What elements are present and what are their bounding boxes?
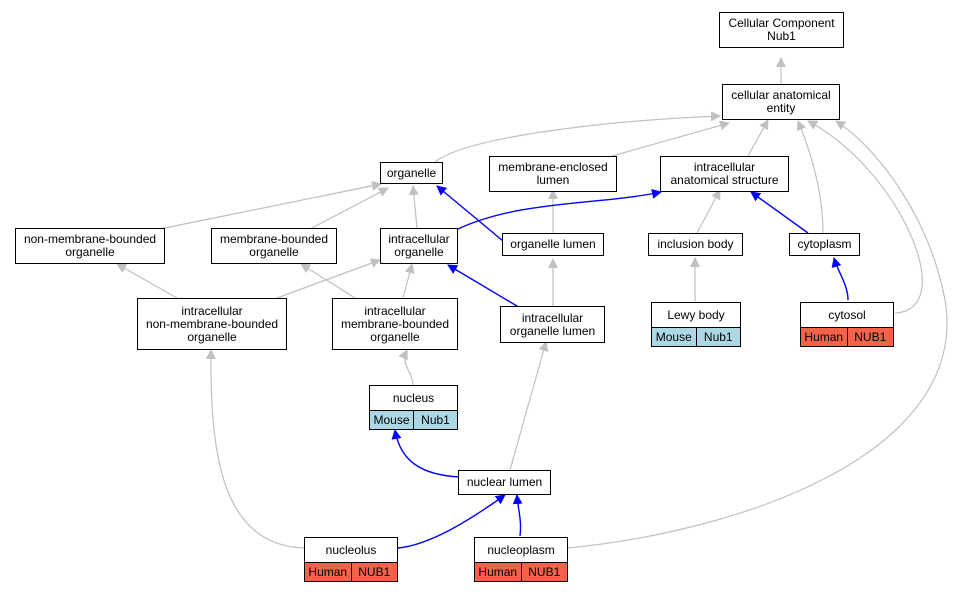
edge-nucleoplasm-cae [567, 120, 948, 549]
node-label: nucleus [370, 386, 457, 411]
node-label: cytosol [801, 303, 893, 328]
edge-io-organelle [408, 185, 419, 229]
species-badge: Mouse [652, 328, 696, 346]
species-badge: Mouse [370, 411, 413, 429]
node-intracellular-organelle-lumen[interactable]: intracellular organelle lumen [500, 306, 605, 343]
gene-badge: Nub1 [695, 328, 740, 346]
node-nucleolus[interactable]: nucleolus Human NUB1 [304, 537, 398, 582]
node-label: nucleoplasm [475, 538, 567, 563]
edge-cytosol-cyto-part-of [831, 257, 849, 301]
node-cellular-anatomical-entity[interactable]: cellular anatomical entity [722, 84, 840, 120]
node-cytoplasm[interactable]: cytoplasm [789, 233, 860, 256]
species-badge: Human [801, 328, 847, 346]
edge-nmbo-organelle [159, 180, 382, 230]
node-cytosol[interactable]: cytosol Human NUB1 [800, 302, 894, 347]
node-intracellular-membrane-bounded-organelle[interactable]: intracellular membrane-bounded organelle [332, 298, 458, 350]
edge-ib-ias [696, 189, 721, 234]
edge-cytosol-cae [807, 120, 923, 314]
node-inclusion-body[interactable]: inclusion body [648, 233, 743, 256]
edge-inmbo-io [276, 258, 381, 299]
edge-nl-nucleus-part-of [391, 429, 461, 478]
species-badge: Human [305, 563, 351, 581]
node-nucleus[interactable]: nucleus Mouse Nub1 [369, 385, 458, 430]
node-organelle-lumen[interactable]: organelle lumen [502, 233, 604, 256]
edge-ias-cae [747, 119, 769, 157]
edge-mel-cae [611, 120, 730, 157]
node-nuclear-lumen[interactable]: nuclear lumen [458, 470, 551, 495]
edge-nl-iol [509, 341, 549, 471]
node-cellular-component-nub1[interactable]: Cellular Component Nub1 [719, 12, 844, 48]
edge-inmbo-nmbo [116, 263, 178, 299]
edge-io-organelle-part-of [436, 185, 504, 242]
edge-imbo-io [402, 263, 415, 299]
node-intracellular-non-membrane-bounded-organelle[interactable]: intracellular non-membrane-bounded organ… [137, 298, 287, 350]
edge-mbo-organelle [309, 187, 389, 230]
edge-nucleus-imbo [398, 349, 414, 386]
edge-imbo-mbo [300, 263, 356, 299]
node-non-membrane-bounded-organelle[interactable]: non-membrane-bounded organelle [15, 228, 165, 264]
edge-io-ias-part-of [457, 188, 662, 230]
edge-nucleolus-inmbo [205, 349, 305, 549]
edge-nucleolus-nl-part-of [397, 494, 506, 549]
node-intracellular-anatomical-structure[interactable]: intracellular anatomical structure [660, 156, 789, 192]
gene-badge: NUB1 [846, 328, 893, 346]
node-lewy-body[interactable]: Lewy body Mouse Nub1 [651, 302, 741, 347]
gene-badge: Nub1 [413, 411, 457, 429]
edge-cyto-ias-part-of [750, 191, 809, 234]
edge-cyto-cae [796, 120, 824, 234]
species-badge: Human [475, 563, 521, 581]
edge-organelle-cae [434, 111, 721, 163]
node-label: Lewy body [652, 303, 740, 328]
edge-nucleoplasm-nl-part-of [512, 494, 523, 537]
node-nucleoplasm[interactable]: nucleoplasm Human NUB1 [474, 537, 568, 582]
node-membrane-enclosed-lumen[interactable]: membrane-enclosed lumen [489, 156, 617, 192]
gene-badge: NUB1 [350, 563, 397, 581]
gene-badge: NUB1 [520, 563, 567, 581]
node-intracellular-organelle[interactable]: intracellular organelle [380, 228, 458, 264]
node-organelle[interactable]: organelle [380, 162, 443, 184]
node-label: nucleolus [305, 538, 397, 563]
edge-iol-io-part-of [447, 264, 523, 310]
node-membrane-bounded-organelle[interactable]: membrane-bounded organelle [211, 228, 337, 264]
